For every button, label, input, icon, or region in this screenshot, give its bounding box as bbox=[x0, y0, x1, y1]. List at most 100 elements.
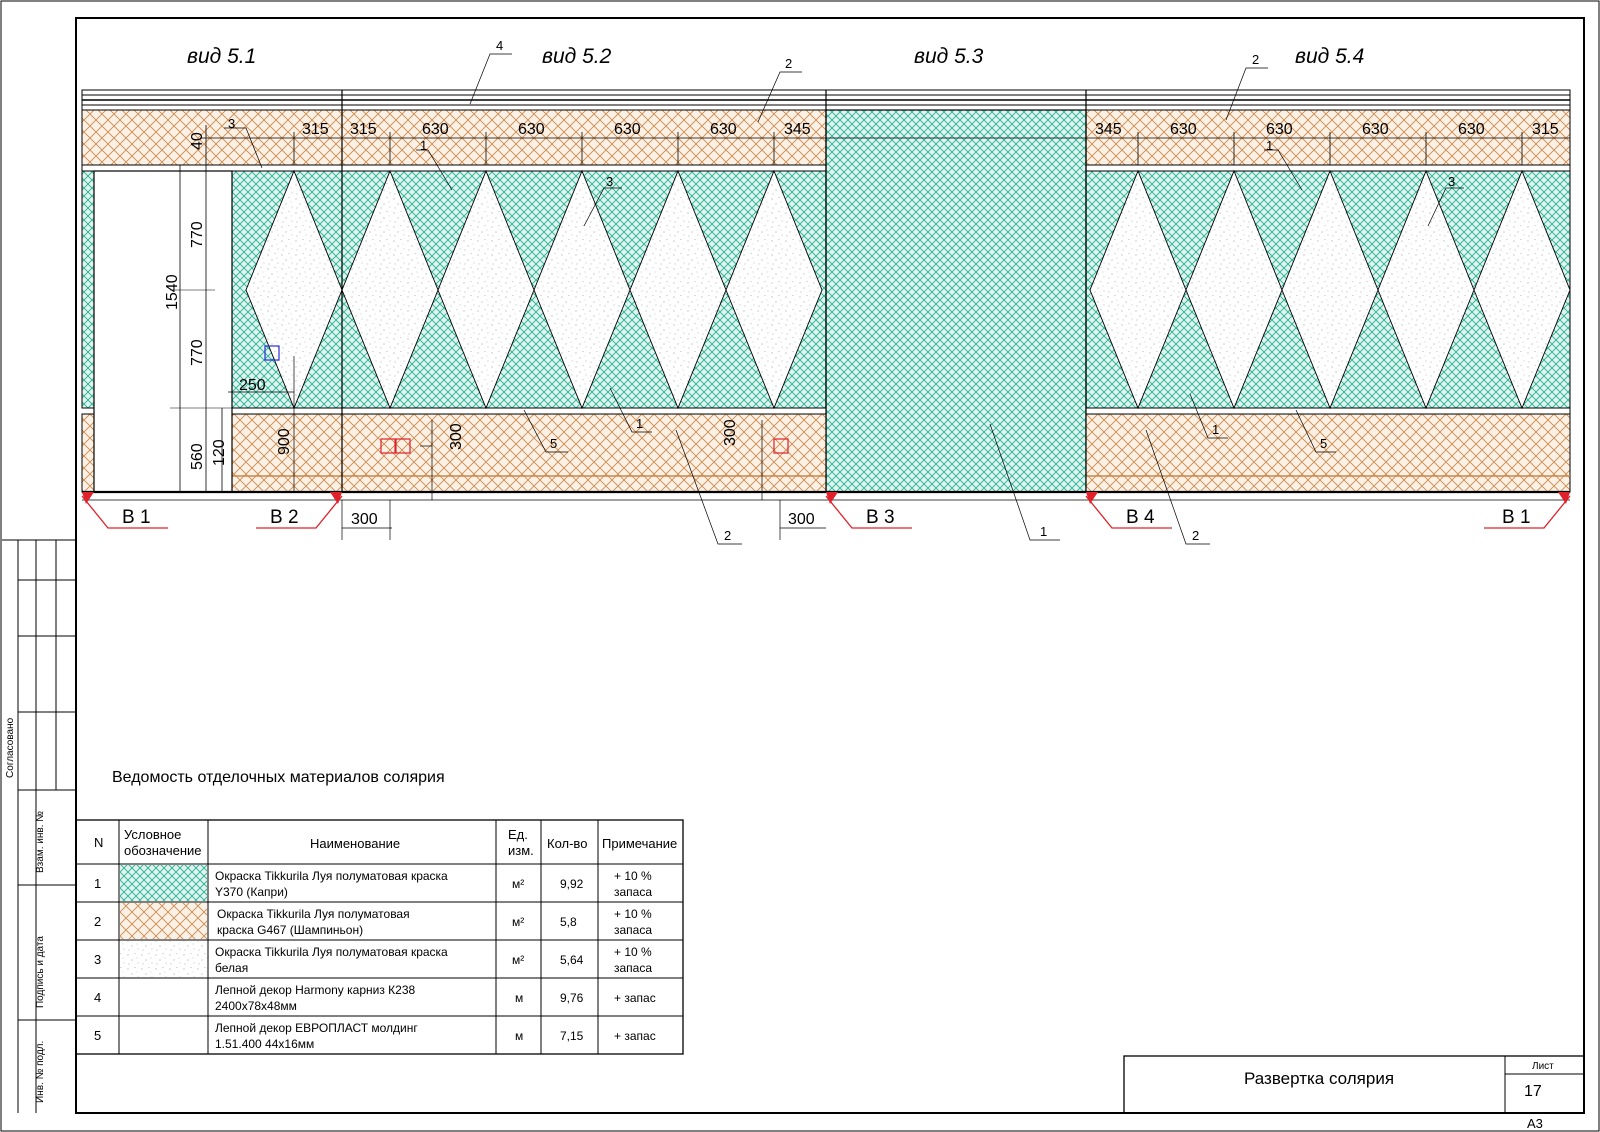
row-qty: 5,8 bbox=[560, 915, 577, 929]
row-unit: м² bbox=[512, 953, 524, 967]
view-titles: вид 5.1 вид 5.2 вид 5.3 вид 5.4 bbox=[187, 45, 1364, 68]
row-name: Лепной декор Harmony карниз К238 bbox=[215, 983, 416, 997]
materials-table: N Условное обозначение Наименование Ед. … bbox=[75, 819, 684, 1055]
row-qty: 5,64 bbox=[560, 953, 584, 967]
leader-number: 5 bbox=[1320, 436, 1327, 451]
dim-label: 630 bbox=[710, 121, 737, 138]
sheet-number: 17 bbox=[1524, 1083, 1542, 1100]
dim-label: 1540 bbox=[164, 274, 181, 310]
row-qty: 9,76 bbox=[560, 991, 584, 1005]
section-label: В 1 bbox=[122, 507, 151, 528]
dado-tan bbox=[1085, 413, 1571, 493]
section-label: В 3 bbox=[866, 507, 895, 528]
dim-label: 770 bbox=[189, 339, 206, 366]
header-n: N bbox=[94, 835, 103, 850]
row-name: белая bbox=[215, 961, 248, 975]
diamond-panels bbox=[245, 169, 823, 410]
row-unit: м bbox=[515, 991, 523, 1005]
row-n: 3 bbox=[94, 952, 101, 967]
door-opening bbox=[93, 170, 233, 493]
leader-number: 1 bbox=[1266, 138, 1273, 153]
dim-label: 630 bbox=[614, 121, 641, 138]
stamp-inv: Инв. № подл. bbox=[35, 1041, 46, 1103]
leader-number: 3 bbox=[606, 174, 613, 189]
leader-number: 1 bbox=[1212, 422, 1219, 437]
row-name: Окраска Tikkurila Луя полуматовая bbox=[217, 907, 410, 921]
dim-label: 250 bbox=[239, 377, 266, 394]
header-note: Примечание bbox=[602, 836, 677, 851]
dim-label: 630 bbox=[1458, 121, 1485, 138]
dim-label: 770 bbox=[189, 221, 206, 248]
frieze-tan bbox=[1085, 109, 1571, 166]
swatch-tan bbox=[120, 903, 207, 939]
leader-number: 4 bbox=[496, 38, 503, 53]
row-unit: м bbox=[515, 1029, 523, 1043]
section-markers: В 1 В 2 В 3 В 4 В 1 bbox=[81, 492, 1571, 529]
row-note: + запас bbox=[614, 1029, 656, 1043]
socket-box bbox=[264, 345, 280, 361]
stamp-podpis: Подпись и дата bbox=[35, 936, 46, 1008]
socket-box bbox=[380, 438, 396, 454]
dim-label: 900 bbox=[276, 428, 293, 455]
leader-number: 2 bbox=[724, 528, 731, 543]
stamp-agreed: Согласовано bbox=[5, 717, 16, 778]
row-note: запаса bbox=[614, 885, 652, 899]
dim-label: 630 bbox=[422, 121, 449, 138]
row-note: + 10 % bbox=[614, 945, 652, 959]
row-unit: м² bbox=[512, 915, 524, 929]
sheet-format: А3 bbox=[1527, 1116, 1543, 1131]
socket-dimensions: 250 300 300 300 300 bbox=[228, 377, 826, 540]
leader-number: 3 bbox=[1448, 174, 1455, 189]
header-qty: Кол-во bbox=[547, 836, 587, 851]
diamond-panels bbox=[1089, 169, 1571, 410]
socket-box bbox=[395, 438, 411, 454]
dim-label: 40 bbox=[189, 132, 206, 150]
view-title: вид 5.2 bbox=[542, 45, 612, 68]
row-n: 4 bbox=[94, 990, 101, 1005]
swatch-teal bbox=[120, 865, 207, 901]
view-title: вид 5.1 bbox=[187, 45, 256, 68]
left-stamp: Согласовано Взам. инв. № Подпись и дата … bbox=[2, 539, 76, 1113]
row-n: 5 bbox=[94, 1028, 101, 1043]
dim-label: 630 bbox=[1170, 121, 1197, 138]
row-name: Лепной декор ЕВРОПЛАСТ молдинг bbox=[215, 1021, 418, 1035]
row-name: Окраска Tikkurila Луя полуматовая краска bbox=[215, 945, 448, 959]
leader-number: 1 bbox=[420, 138, 427, 153]
view-title: вид 5.4 bbox=[1295, 45, 1364, 68]
dim-label: 630 bbox=[1266, 121, 1293, 138]
row-name: Y370 (Капри) bbox=[215, 885, 288, 899]
header-symbol: Условное bbox=[124, 827, 181, 842]
leader-number: 1 bbox=[636, 416, 643, 431]
sheet-title: Развертка солярия bbox=[1244, 1069, 1394, 1088]
dado-tan bbox=[231, 413, 827, 493]
dim-label: 345 bbox=[784, 121, 811, 138]
header-symbol: обозначение bbox=[124, 843, 202, 858]
leader-numbers: 4 2 2 3 1 1 3 3 1 1 5 5 2 2 1 bbox=[228, 38, 1455, 543]
dim-label: 120 bbox=[211, 439, 228, 466]
socket-box bbox=[773, 438, 789, 454]
row-qty: 7,15 bbox=[560, 1029, 584, 1043]
row-qty: 9,92 bbox=[560, 877, 584, 891]
leader-number: 1 bbox=[1040, 524, 1047, 539]
section-label: В 2 bbox=[270, 507, 299, 528]
dim-label: 630 bbox=[518, 121, 545, 138]
dim-label: 630 bbox=[1362, 121, 1389, 138]
row-name: Окраска Tikkurila Луя полуматовая краска bbox=[215, 869, 448, 883]
leader-number: 5 bbox=[550, 436, 557, 451]
section-label: В 1 bbox=[1502, 507, 1531, 528]
row-note: запаса bbox=[614, 961, 652, 975]
dim-label: 300 bbox=[448, 423, 465, 450]
dim-label: 315 bbox=[302, 121, 329, 138]
elevation bbox=[81, 89, 1571, 501]
row-n: 1 bbox=[94, 876, 101, 891]
dim-label: 300 bbox=[722, 419, 739, 446]
dim-label: 300 bbox=[351, 511, 378, 528]
leader-callouts bbox=[224, 53, 1464, 545]
row-name: краска G467 (Шампиньон) bbox=[217, 923, 363, 937]
sheet-label: Лист bbox=[1532, 1061, 1554, 1072]
row-note: + запас bbox=[614, 991, 656, 1005]
header-unit: Ед. bbox=[508, 827, 528, 842]
leader-number: 3 bbox=[228, 116, 235, 131]
swatch-white bbox=[120, 941, 207, 977]
row-note: + 10 % bbox=[614, 907, 652, 921]
